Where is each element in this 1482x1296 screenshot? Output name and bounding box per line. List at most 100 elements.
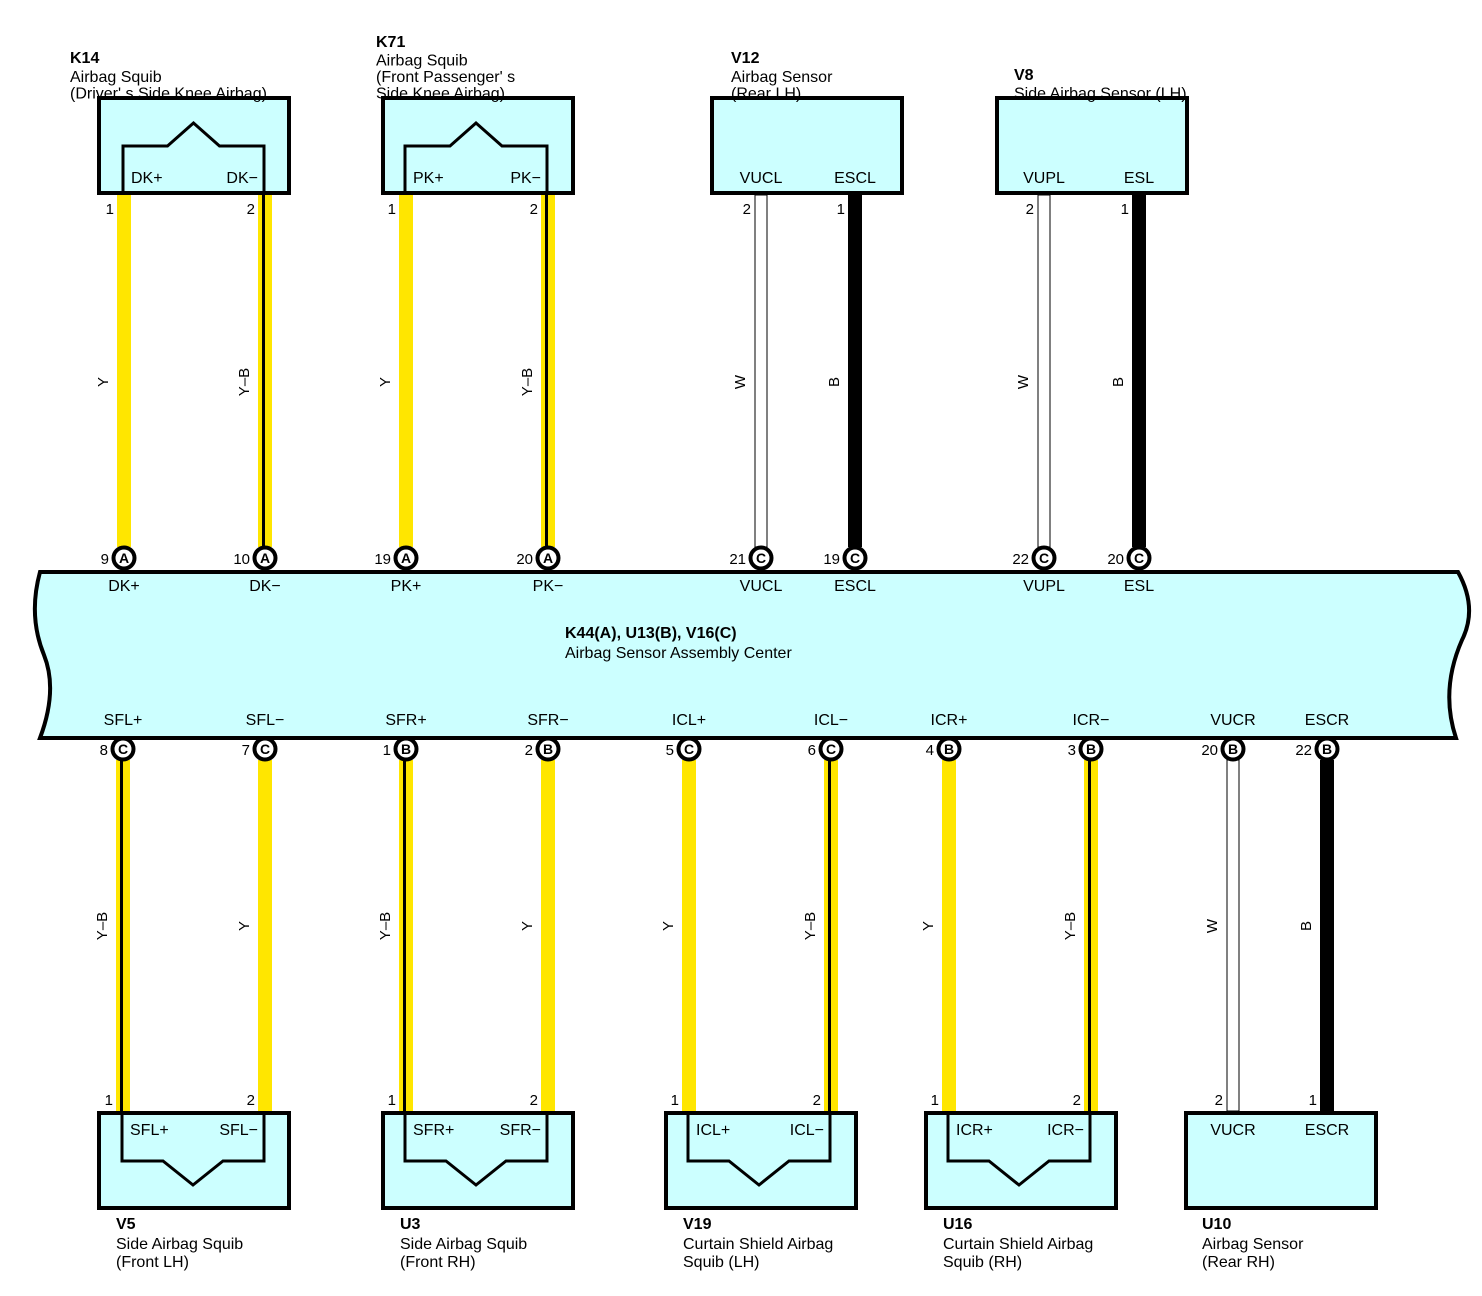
center-terminal-label: ICR− [1073, 712, 1110, 729]
component-description: Curtain Shield Airbag [683, 1236, 833, 1253]
connector-letter: A [119, 550, 129, 566]
wire-color-label: Y [519, 921, 536, 931]
center-pin-number: 3 [1068, 742, 1076, 759]
center-terminal-label: SFR− [527, 712, 568, 729]
component-code: K14 [70, 50, 99, 67]
component-pin-number: 2 [1073, 1092, 1081, 1109]
component-pin-number: 2 [247, 201, 255, 218]
wire-black [848, 195, 862, 547]
component-pin-number: 1 [1309, 1092, 1317, 1109]
center-pin-number: 22 [1295, 742, 1312, 759]
component-terminal-label: PK− [510, 170, 541, 187]
component-pin-number: 2 [813, 1092, 821, 1109]
center-pin-number: 19 [374, 551, 391, 568]
connector-letter: B [1322, 741, 1332, 757]
center-pin-number: 19 [823, 551, 840, 568]
component-pin-number: 1 [388, 201, 396, 218]
connector-letter: C [118, 741, 128, 757]
connector-letter: B [1228, 741, 1238, 757]
center-pin-number: 9 [101, 551, 109, 568]
component-terminal-label: SFR− [500, 1122, 541, 1139]
wire-white [1226, 759, 1240, 1112]
component-terminal-label: ICR− [1047, 1122, 1084, 1139]
component-pin-number: 2 [530, 1092, 538, 1109]
center-terminal-label: ESL [1124, 578, 1154, 595]
component-pin-number: 1 [106, 201, 114, 218]
component-description: Airbag Squib [376, 53, 468, 70]
center-code: K44(A), U13(B), V16(C) [565, 625, 737, 642]
center-pin-number: 10 [233, 551, 250, 568]
squib-symbol [686, 1113, 832, 1187]
center-name: Airbag Sensor Assembly Center [565, 645, 792, 662]
wire-yellow [117, 195, 131, 547]
component-pin-number: 1 [1121, 201, 1129, 218]
wire-white [754, 194, 768, 548]
component-description: Airbag Squib [70, 69, 162, 86]
wire-color-label: Y [236, 921, 253, 931]
wire-color-label: B [1110, 377, 1127, 387]
center-pin-number: 6 [808, 742, 816, 759]
component-description: Side Airbag Squib [400, 1236, 527, 1253]
wire-black [1320, 760, 1334, 1111]
component-description: (Front RH) [400, 1254, 476, 1271]
component-terminal-label: ESCR [1305, 1122, 1349, 1139]
center-terminal-label: VUCL [740, 578, 783, 595]
component-pin-number: 1 [837, 201, 845, 218]
center-terminal-label: VUPL [1023, 578, 1065, 595]
component-description: Squib (LH) [683, 1254, 759, 1271]
center-pin-number: 7 [242, 742, 250, 759]
connector-node [748, 545, 774, 571]
component-description: (Rear RH) [1202, 1254, 1275, 1271]
connector-node [1031, 545, 1057, 571]
wire-stripe [545, 195, 548, 547]
center-terminal-label: DK− [249, 578, 281, 595]
component-code: K71 [376, 34, 405, 51]
component-pin-number: 2 [247, 1092, 255, 1109]
connector-node [676, 736, 702, 762]
center-terminal-label: PK+ [391, 578, 422, 595]
center-pin-number: 8 [100, 742, 108, 759]
connector-letter: A [401, 550, 411, 566]
center-terminal-label: DK+ [108, 578, 140, 595]
connector-node [393, 736, 419, 762]
component-terminal-label: PK+ [413, 170, 444, 187]
wire-stripe [262, 195, 265, 547]
connector-letter: C [1134, 550, 1144, 566]
component-terminal-label: SFL− [219, 1122, 258, 1139]
center-terminal-label: SFL+ [104, 712, 143, 729]
connector-node [535, 736, 561, 762]
wire-yellow [541, 760, 555, 1111]
center-terminal-label: ICR+ [931, 712, 968, 729]
wire-stripe [1088, 760, 1091, 1111]
component-code: V5 [116, 1216, 136, 1233]
wire-color-label: Y [920, 921, 937, 931]
wire-yellow [682, 760, 696, 1111]
wire-9: Y–B C8 SFL+ [94, 712, 142, 1111]
connector-node [818, 736, 844, 762]
component-pin-number: 2 [743, 201, 751, 218]
wire-color-label: Y–B [802, 912, 819, 940]
connector-node [110, 736, 136, 762]
component-terminal-label: VUCL [740, 170, 783, 187]
center-pin-number: 20 [1201, 742, 1218, 759]
center-pin-number: 4 [926, 742, 934, 759]
connector-letter: A [260, 550, 270, 566]
connector-node [111, 545, 137, 571]
center-pin-number: 5 [666, 742, 674, 759]
center-terminal-label: ICL+ [672, 712, 706, 729]
component-description: (Driver' s Side Knee Airbag) [70, 86, 267, 103]
component-terminal-label: ICR+ [956, 1122, 993, 1139]
squib-symbol [403, 120, 549, 193]
wire-color-label: Y–B [94, 912, 111, 940]
